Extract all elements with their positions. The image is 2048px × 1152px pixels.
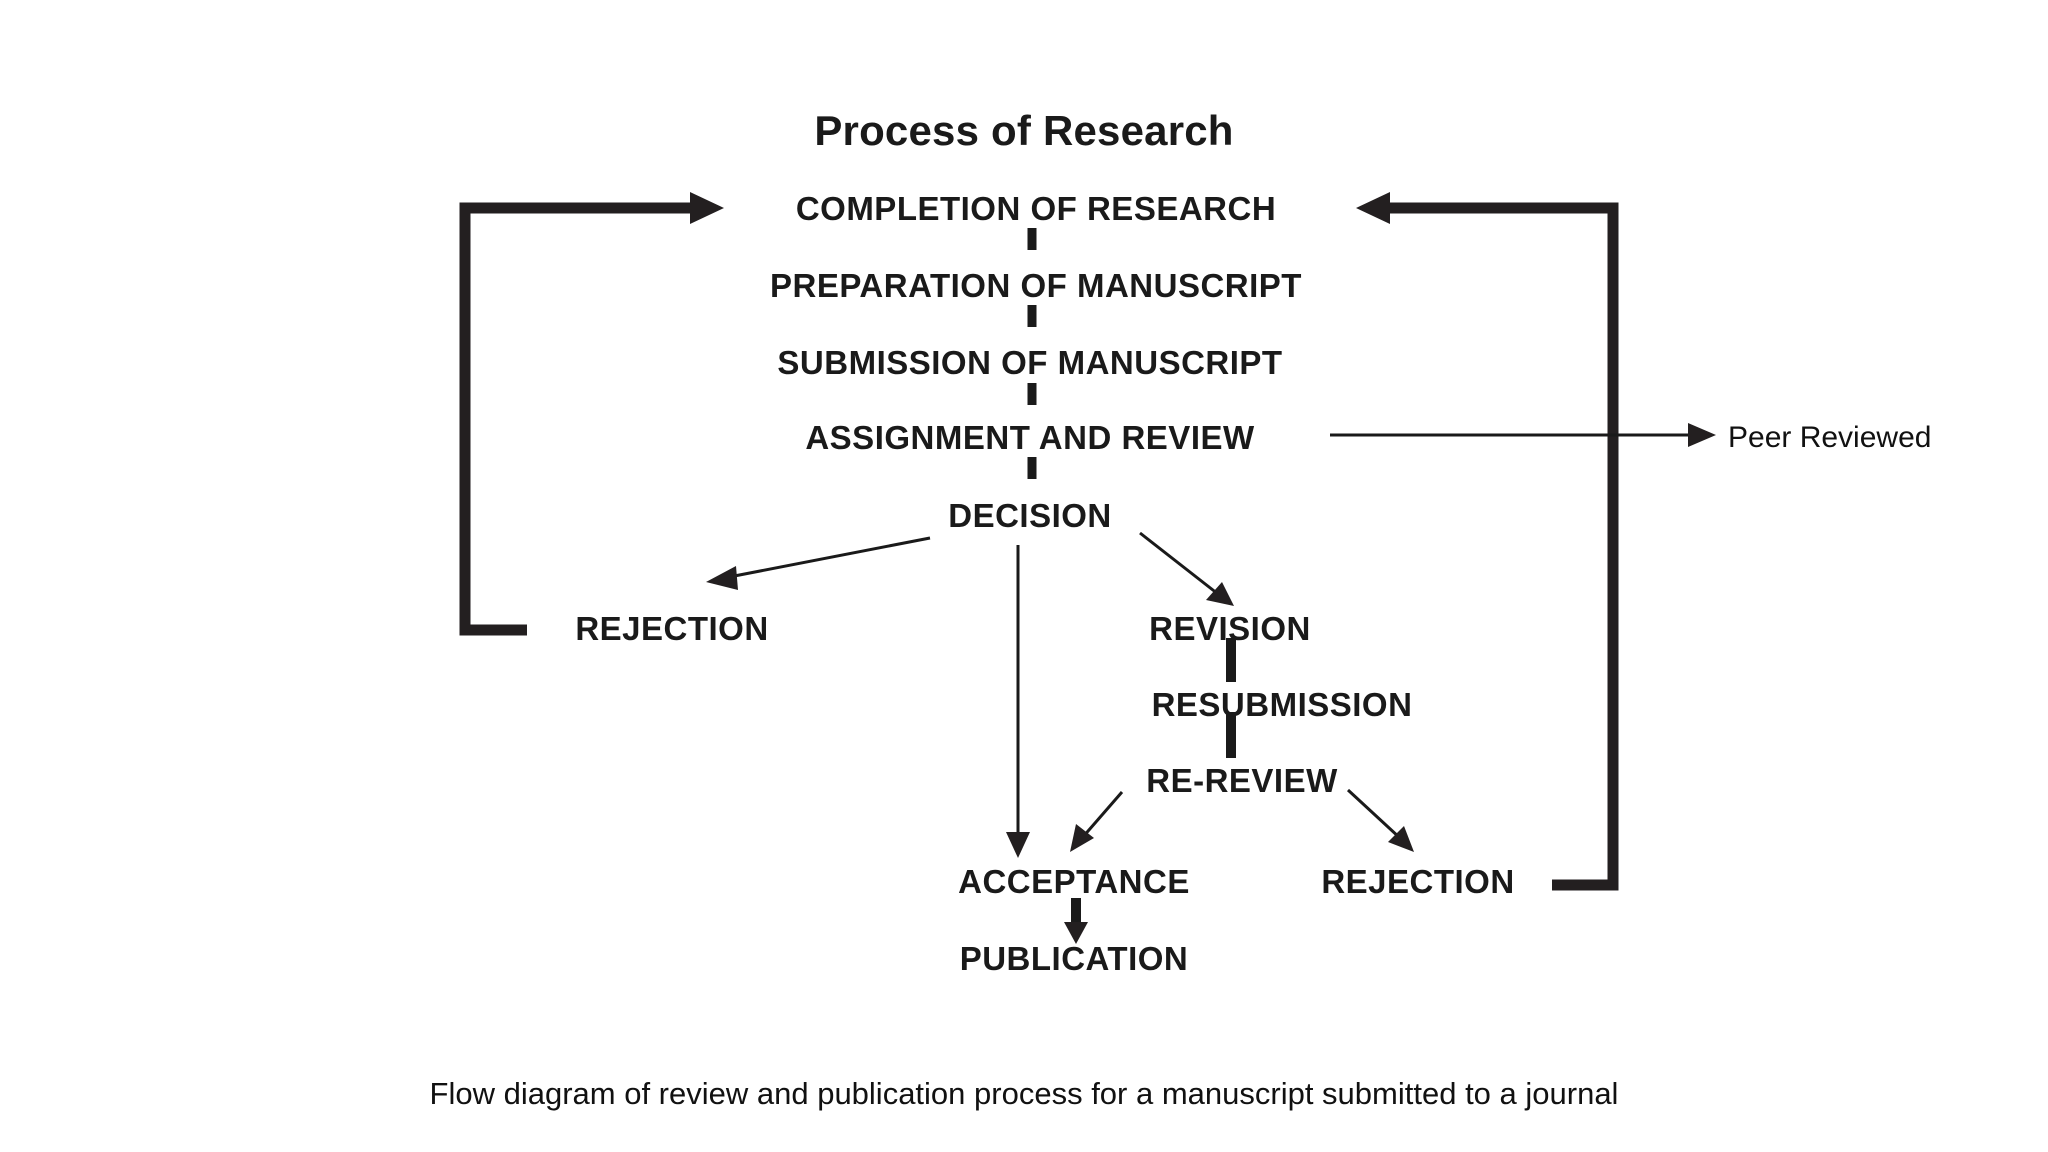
decision-to-acceptance-connector <box>1006 545 1030 858</box>
rereview-to-acceptance-connector <box>1070 791 1124 852</box>
decision-to-rejection-connector <box>706 536 931 590</box>
feedback-loop-left <box>459 192 724 636</box>
node-revision[interactable]: REVISION <box>1149 610 1311 647</box>
node-decision[interactable]: DECISION <box>948 497 1112 534</box>
arrowhead-acceptance <box>1006 832 1030 858</box>
node-completion-of-research[interactable]: COMPLETION OF RESEARCH <box>796 190 1276 227</box>
node-resubmission[interactable]: RESUBMISSION <box>1152 686 1413 723</box>
node-rejection-left[interactable]: REJECTION <box>575 610 768 647</box>
node-rejection-right[interactable]: REJECTION <box>1321 863 1514 900</box>
page-title: Process of Research <box>814 107 1233 154</box>
peer-reviewed-connector <box>1330 423 1716 447</box>
node-acceptance[interactable]: ACCEPTANCE <box>958 863 1190 900</box>
node-submission-of-manuscript[interactable]: SUBMISSION OF MANUSCRIPT <box>777 344 1282 381</box>
arrowhead-revision <box>1206 582 1234 606</box>
node-assignment-and-review[interactable]: ASSIGNMENT AND REVIEW <box>805 419 1255 456</box>
arrowhead-peer-reviewed <box>1688 423 1716 447</box>
figure-caption: Flow diagram of review and publication p… <box>430 1076 1619 1111</box>
peer-reviewed-label: Peer Reviewed <box>1728 421 1931 454</box>
feedback-loop-right <box>1356 192 1619 891</box>
arrowhead-rejection-right <box>1388 826 1414 852</box>
node-publication[interactable]: PUBLICATION <box>960 940 1189 977</box>
arrowhead-publication <box>1064 922 1088 944</box>
rereview-to-rejection-connector <box>1346 788 1414 852</box>
decision-to-revision-connector <box>1139 531 1234 606</box>
arrowhead-rejection-left <box>706 566 738 590</box>
node-preparation-of-manuscript[interactable]: PREPARATION OF MANUSCRIPT <box>770 267 1302 304</box>
arrowhead-acceptance-from-rereview <box>1070 824 1094 852</box>
arrowhead-left-loop <box>690 192 724 224</box>
arrowhead-right-loop <box>1356 192 1390 224</box>
acceptance-to-publication-connector <box>1064 898 1088 944</box>
node-re-review[interactable]: RE-REVIEW <box>1146 762 1338 799</box>
